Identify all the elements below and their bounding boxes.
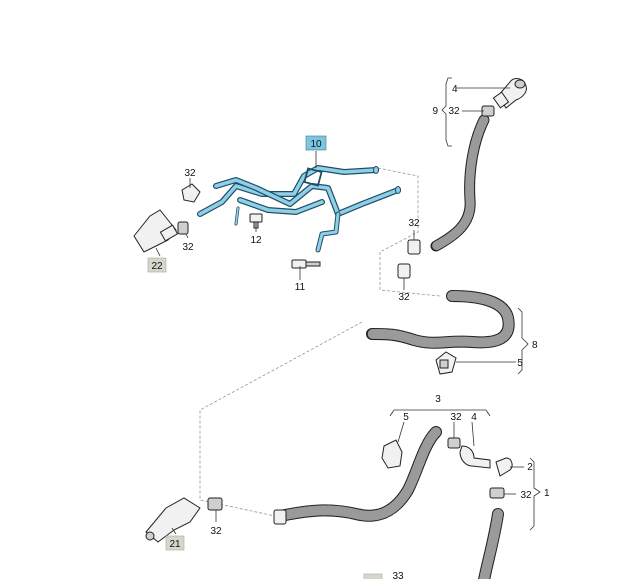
label-text-10: 10 [310,139,322,150]
label-32-e: 32 [398,292,410,303]
label-4-top: 4 [452,84,458,95]
leader-lines [155,77,541,535]
callout-label-33[interactable]: 33 [363,571,404,579]
label-1: 1 [544,488,550,499]
label-32-d: 32 [408,218,420,229]
clamp-21[interactable] [207,497,223,511]
lower-fittings[interactable] [381,437,513,499]
label-12: 12 [250,235,262,246]
callout-label-22[interactable]: 22 [147,257,167,273]
tee-connector-21[interactable] [145,497,201,543]
elbow-connector-top[interactable] [492,78,527,109]
label-32-c: 32 [448,106,460,117]
label-3: 3 [435,394,441,405]
callout-label-21[interactable]: 21 [165,535,185,551]
label-9: 9 [432,106,438,117]
label-text-21: 21 [169,539,181,550]
label-text-33: 33 [392,571,404,579]
upper-right-hose[interactable] [430,114,490,252]
coolant-pipe-assembly[interactable] [197,165,401,253]
middle-hose[interactable] [366,290,515,349]
end-fitting-lower[interactable] [273,509,287,525]
dashed-group-lines [199,167,441,517]
bolt-11[interactable] [291,259,321,269]
label-5-mid: 5 [517,358,523,369]
label-32-g: 32 [520,490,532,501]
label-8: 8 [532,340,538,351]
callout-label-10[interactable]: 10 [305,135,327,151]
lower-right-hose[interactable] [478,508,504,579]
lower-hose[interactable] [274,426,442,522]
tee-connector-22[interactable] [133,209,179,253]
label-11: 11 [295,282,306,293]
label-32-b: 32 [182,242,194,253]
clamp-left[interactable] [177,221,189,235]
label-4-low: 4 [471,412,477,423]
label-32-f: 32 [450,412,462,423]
clip-left-top[interactable] [181,183,201,203]
mid-clips[interactable] [397,239,421,279]
label-2: 2 [527,462,533,473]
hose-clip-mid[interactable] [435,351,457,375]
label-5-low: 5 [403,412,409,423]
label-32-h: 32 [210,526,222,537]
label-32-a: 32 [184,168,196,179]
label-text-22: 22 [151,261,163,272]
